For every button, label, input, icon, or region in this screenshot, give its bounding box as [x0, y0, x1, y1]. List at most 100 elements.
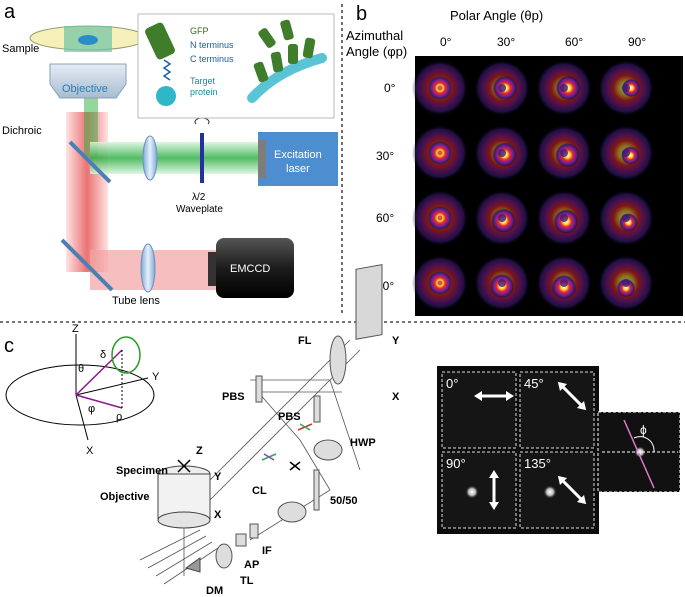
target-protein-icon: [156, 86, 176, 106]
psf-center-0-0: [437, 85, 443, 91]
psf-core-0-3: [622, 79, 640, 97]
laser-aperture: [258, 140, 266, 178]
green-excitation-beam-vertical: [84, 86, 98, 158]
emccd-camera: [216, 238, 294, 298]
focusing-lens: [329, 335, 347, 385]
dichroic-label: Dichroic: [2, 125, 42, 137]
psf-center-3-3: [622, 279, 630, 287]
micro-tile-label-3: 135°: [524, 456, 551, 471]
pbs-1: [255, 375, 263, 403]
ap-label: AP: [244, 559, 259, 571]
tube-lens-c: [215, 543, 233, 569]
psf-center-2-0: [437, 215, 443, 221]
tube-lens: [140, 243, 156, 293]
waveplate-label: Waveplate: [176, 204, 223, 215]
psf-center-1-3: [622, 149, 630, 157]
waveplate-symbol: λ/2: [192, 192, 206, 203]
optical-path-lines: [199, 339, 361, 541]
rotation-arrow-icon: [194, 117, 210, 125]
if-label: IF: [262, 545, 272, 557]
micro-tile-0: [441, 371, 517, 449]
col-header-0: 0°: [440, 35, 452, 49]
tube-lens-label: Tube lens: [112, 295, 160, 307]
half-waveplate: [200, 133, 204, 183]
phi-label: φ: [88, 403, 95, 415]
azimuthal-label-line2: Angle (φp): [346, 44, 407, 59]
psf-center-2-1: [498, 214, 506, 222]
psf-center-1-2: [560, 149, 568, 157]
panel-a: a Sample Objective Dichroic λ/2 Waveplat…: [2, 1, 338, 307]
psf-center-2-3: [622, 214, 630, 222]
polar-angle-title: Polar Angle (θp): [450, 8, 543, 23]
psf-center-1-0: [437, 150, 443, 156]
psf-core-1-2: [555, 143, 580, 167]
target-label-line1: Target: [190, 76, 216, 86]
dm-label: DM: [206, 585, 223, 597]
micro-tile-label-0: 0°: [446, 376, 458, 391]
gfp-label: GFP: [190, 26, 209, 36]
polarization-arrow-icons: [261, 423, 313, 471]
row-header-0: 0°: [384, 81, 396, 95]
hwp-label: HWP: [350, 437, 376, 449]
pbs-1-label: PBS: [222, 391, 245, 403]
pbs-2: [313, 395, 321, 423]
interference-filter: [249, 523, 259, 539]
arrow-head-icon-2-1: [489, 470, 499, 478]
phi-angle-label: ϕ: [640, 423, 647, 437]
fl-label: FL: [298, 335, 312, 347]
delta-label: δ: [100, 349, 106, 361]
psf-center-3-1: [498, 279, 506, 287]
membrane-assembly-icon: [247, 19, 327, 103]
col-header-60: 60°: [565, 35, 583, 49]
psf-center-0-3: [622, 84, 630, 92]
polarization-double-arrow-icon-3: [561, 479, 583, 501]
excitation-laser-line2: laser: [286, 163, 310, 175]
arrow-head-icon-0-0: [474, 391, 482, 401]
gfp-barrel-icon: [145, 22, 175, 60]
rho-label: ρ: [116, 411, 122, 423]
psf-center-0-2: [560, 84, 568, 92]
arrow-head-icon-3-0: [576, 494, 587, 505]
half-wave-plate: [313, 439, 343, 461]
psf-center-3-2: [560, 279, 568, 287]
microscopy-tiles: 0°45°90°135°: [441, 371, 595, 529]
linker-spring-icon: [162, 59, 172, 81]
objective-label-c: Objective: [100, 491, 150, 503]
arrow-head-icon-0-1: [506, 391, 514, 401]
dichroic-mirror-c: [184, 557, 201, 573]
micro-spot-3: [543, 485, 557, 499]
excitation-laser-box: [258, 132, 338, 186]
green-excitation-beam-horizontal: [90, 142, 260, 174]
cylindrical-lens: [277, 501, 307, 523]
camera-mount: [208, 252, 218, 286]
axis-y-label: Y: [152, 371, 160, 383]
detector-plate: [355, 264, 383, 340]
folding-mirror: [60, 238, 114, 292]
coordinate-ellipse: [5, 364, 155, 426]
polarization-double-arrow-icon-1: [561, 385, 583, 407]
panel-b-letter: b: [356, 3, 367, 25]
panel-c: c Z Y X θ δ φ ρ FL Y X: [4, 264, 681, 597]
tl-label: TL: [240, 575, 254, 587]
row-header-30: 30°: [376, 149, 394, 163]
dipole-orientation-line: [623, 419, 655, 489]
splitter-label: 50/50: [330, 495, 358, 507]
target-label-line2: protein: [190, 87, 218, 97]
specimen-y-label: Y: [214, 471, 222, 483]
axis-z-label: Z: [72, 323, 79, 335]
y-axis: [75, 377, 149, 396]
psf-center-0-1: [498, 84, 506, 92]
plate-y-label: Y: [392, 335, 400, 347]
col-header-30: 30°: [497, 35, 515, 49]
objective-lens: [49, 63, 127, 99]
c-terminus-label: C terminus: [190, 54, 234, 64]
sample-focus: [78, 35, 98, 45]
theta-label: θ: [78, 363, 84, 375]
excitation-lens: [142, 135, 158, 181]
angle-arc: [633, 436, 655, 453]
pbs-2-label: PBS: [278, 411, 301, 423]
arrow-head-icon-1-0: [557, 381, 568, 392]
psf-center-2-2: [560, 214, 568, 222]
specimen-axes-icon: [177, 459, 191, 473]
